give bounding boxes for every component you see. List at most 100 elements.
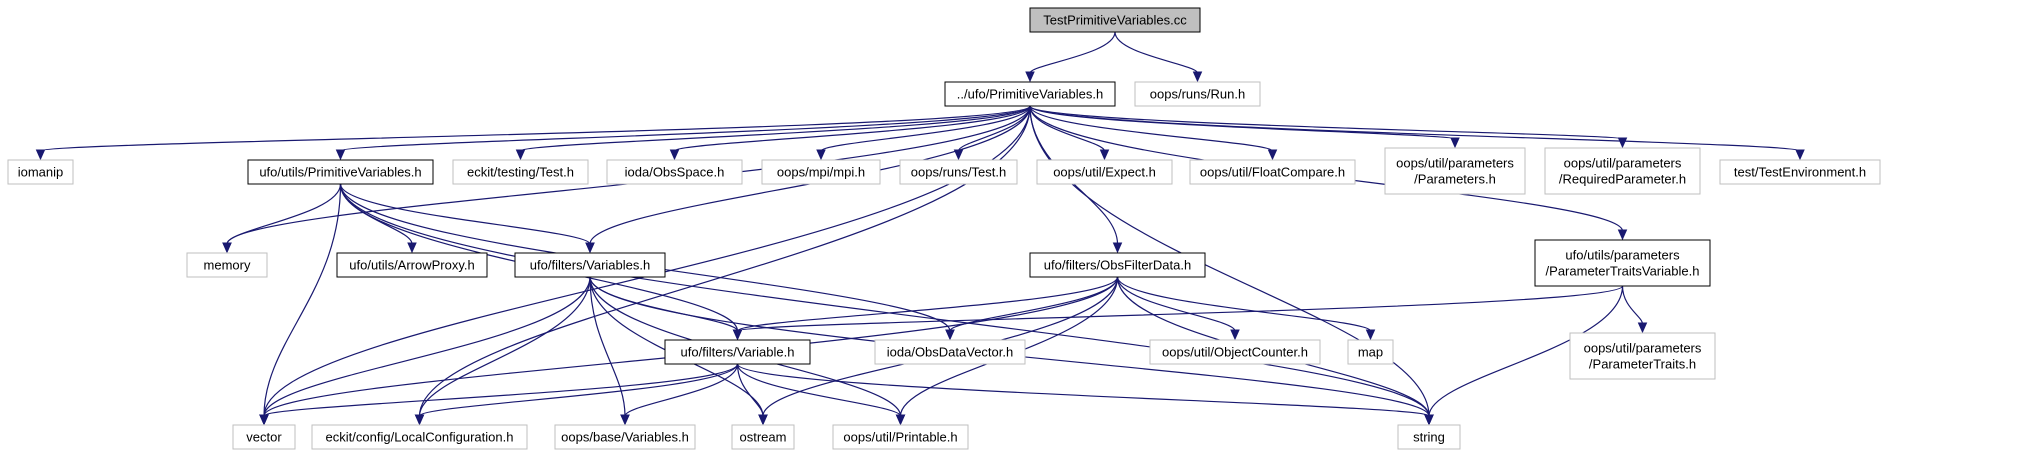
edge-line [736, 363, 1430, 417]
node-label: ufo/utils/parameters [1565, 248, 1680, 263]
node-obsfilterdata[interactable]: ufo/filters/ObsFilterData.h [1029, 252, 1206, 278]
edge-line [1029, 105, 1456, 140]
edge-pv-to-ecktest [515, 105, 1031, 161]
edge-variable-to-localconf [414, 363, 739, 426]
edge-variable-to-string [736, 363, 1434, 426]
edge-arrowhead [414, 414, 425, 426]
edge-line [339, 183, 591, 245]
node-label: memory [204, 258, 251, 273]
node-basevars: oops/base/Variables.h [554, 424, 696, 450]
node-label: ../ufo/PrimitiveVariables.h [957, 87, 1103, 102]
node-upv[interactable]: ufo/utils/PrimitiveVariables.h [247, 159, 434, 185]
node-label: vector [246, 430, 282, 445]
node-ptv[interactable]: ufo/utils/parameters/ParameterTraitsVari… [1534, 239, 1711, 287]
edge-arrowhead [1192, 71, 1203, 83]
node-pv[interactable]: ../ufo/PrimitiveVariables.h [944, 81, 1116, 107]
edge-arrowhead [1617, 229, 1628, 241]
node-box [1719, 159, 1881, 185]
edge-arrowhead [1424, 414, 1434, 426]
edge-line [736, 276, 1119, 332]
edge-line [418, 363, 739, 417]
node-box [232, 424, 296, 450]
node-label: oops/runs/Run.h [1150, 87, 1245, 102]
node-box [186, 252, 268, 278]
node-box [899, 159, 1018, 185]
edge-arrowhead [1365, 329, 1376, 341]
edge-arrowhead [1637, 322, 1648, 334]
node-mpi: oops/mpi/mpi.h [761, 159, 881, 185]
node-box [1149, 339, 1321, 365]
node-root[interactable]: TestPrimitiveVariables.cc [1029, 7, 1201, 33]
edge-line [339, 105, 1031, 152]
node-label: ufo/filters/Variable.h [681, 345, 795, 360]
node-arrowproxy[interactable]: ufo/utils/ArrowProxy.h [336, 252, 488, 278]
edge-pv-to-reqparam [1029, 105, 1628, 149]
edge-upv-to-vector [259, 183, 342, 426]
edge-line [589, 276, 626, 417]
edge-arrowhead [335, 149, 346, 161]
edge-arrowhead [585, 242, 595, 254]
node-label: TestPrimitiveVariables.cc [1043, 13, 1187, 28]
node-label: ostream [740, 430, 787, 445]
edge-line [263, 183, 342, 417]
node-box [832, 424, 969, 450]
edge-variables-to-variable [589, 276, 743, 341]
node-iomanip: iomanip [7, 159, 74, 185]
node-variable[interactable]: ufo/filters/Variable.h [664, 339, 811, 365]
edge-line [949, 276, 1119, 332]
edge-line [1029, 105, 1624, 140]
graph-edges [35, 31, 1805, 426]
node-label: ufo/utils/ArrowProxy.h [349, 258, 474, 273]
edge-line [1029, 105, 1801, 152]
edge-upv-to-string [339, 183, 1434, 426]
edge-arrowhead [1112, 242, 1123, 254]
node-obsspace: ioda/ObsSpace.h [606, 159, 743, 185]
edge-line [1116, 276, 1372, 332]
node-vector: vector [232, 424, 296, 450]
node-testenv: test/TestEnvironment.h [1719, 159, 1881, 185]
node-box [311, 424, 528, 450]
edge-variable-to-printable [736, 363, 906, 426]
node-floatcmp: oops/util/FloatCompare.h [1189, 159, 1356, 185]
edge-line [1029, 31, 1116, 74]
edge-obsfilterdata-to-obsdatavec [945, 276, 1119, 341]
edge-line [339, 183, 1430, 417]
node-box [247, 159, 434, 185]
edge-line [39, 105, 1031, 152]
edge-line [1116, 276, 1236, 332]
node-label: oops/util/Printable.h [843, 430, 957, 445]
edge-pv-to-localconf [414, 105, 1031, 426]
node-variables[interactable]: ufo/filters/Variables.h [514, 252, 666, 278]
node-box [514, 252, 666, 278]
edge-arrowhead [1795, 149, 1805, 161]
edge-arrowhead [222, 242, 232, 254]
edge-ptv-to-paramtraits [1621, 285, 1648, 334]
edge-arrowhead [945, 329, 955, 341]
node-label: oops/util/ObjectCounter.h [1162, 345, 1308, 360]
edge-variable-to-basevars [620, 363, 739, 426]
node-label: /RequiredParameter.h [1559, 172, 1686, 187]
node-label: ufo/utils/PrimitiveVariables.h [259, 165, 421, 180]
edge-line [624, 363, 739, 417]
node-box [1029, 252, 1206, 278]
edge-arrowhead [1099, 149, 1110, 161]
node-box [731, 424, 795, 450]
node-run: oops/runs/Run.h [1134, 81, 1261, 107]
node-label: iomanip [18, 165, 64, 180]
edge-pv-to-upv [335, 105, 1031, 161]
node-obsdatavec: ioda/ObsDataVector.h [874, 339, 1026, 365]
edge-arrowhead [895, 414, 906, 426]
edge-arrowhead [35, 149, 46, 161]
edge-arrowhead [732, 329, 743, 341]
edge-line [1621, 285, 1644, 325]
node-label: oops/mpi/mpi.h [777, 165, 865, 180]
edge-arrowhead [816, 149, 826, 161]
node-box [1029, 7, 1201, 33]
edge-arrowhead [1267, 149, 1278, 161]
node-box [874, 339, 1026, 365]
node-box [1189, 159, 1356, 185]
edge-line [673, 105, 1031, 152]
node-map: map [1347, 339, 1394, 365]
edge-arrowhead [758, 414, 768, 426]
